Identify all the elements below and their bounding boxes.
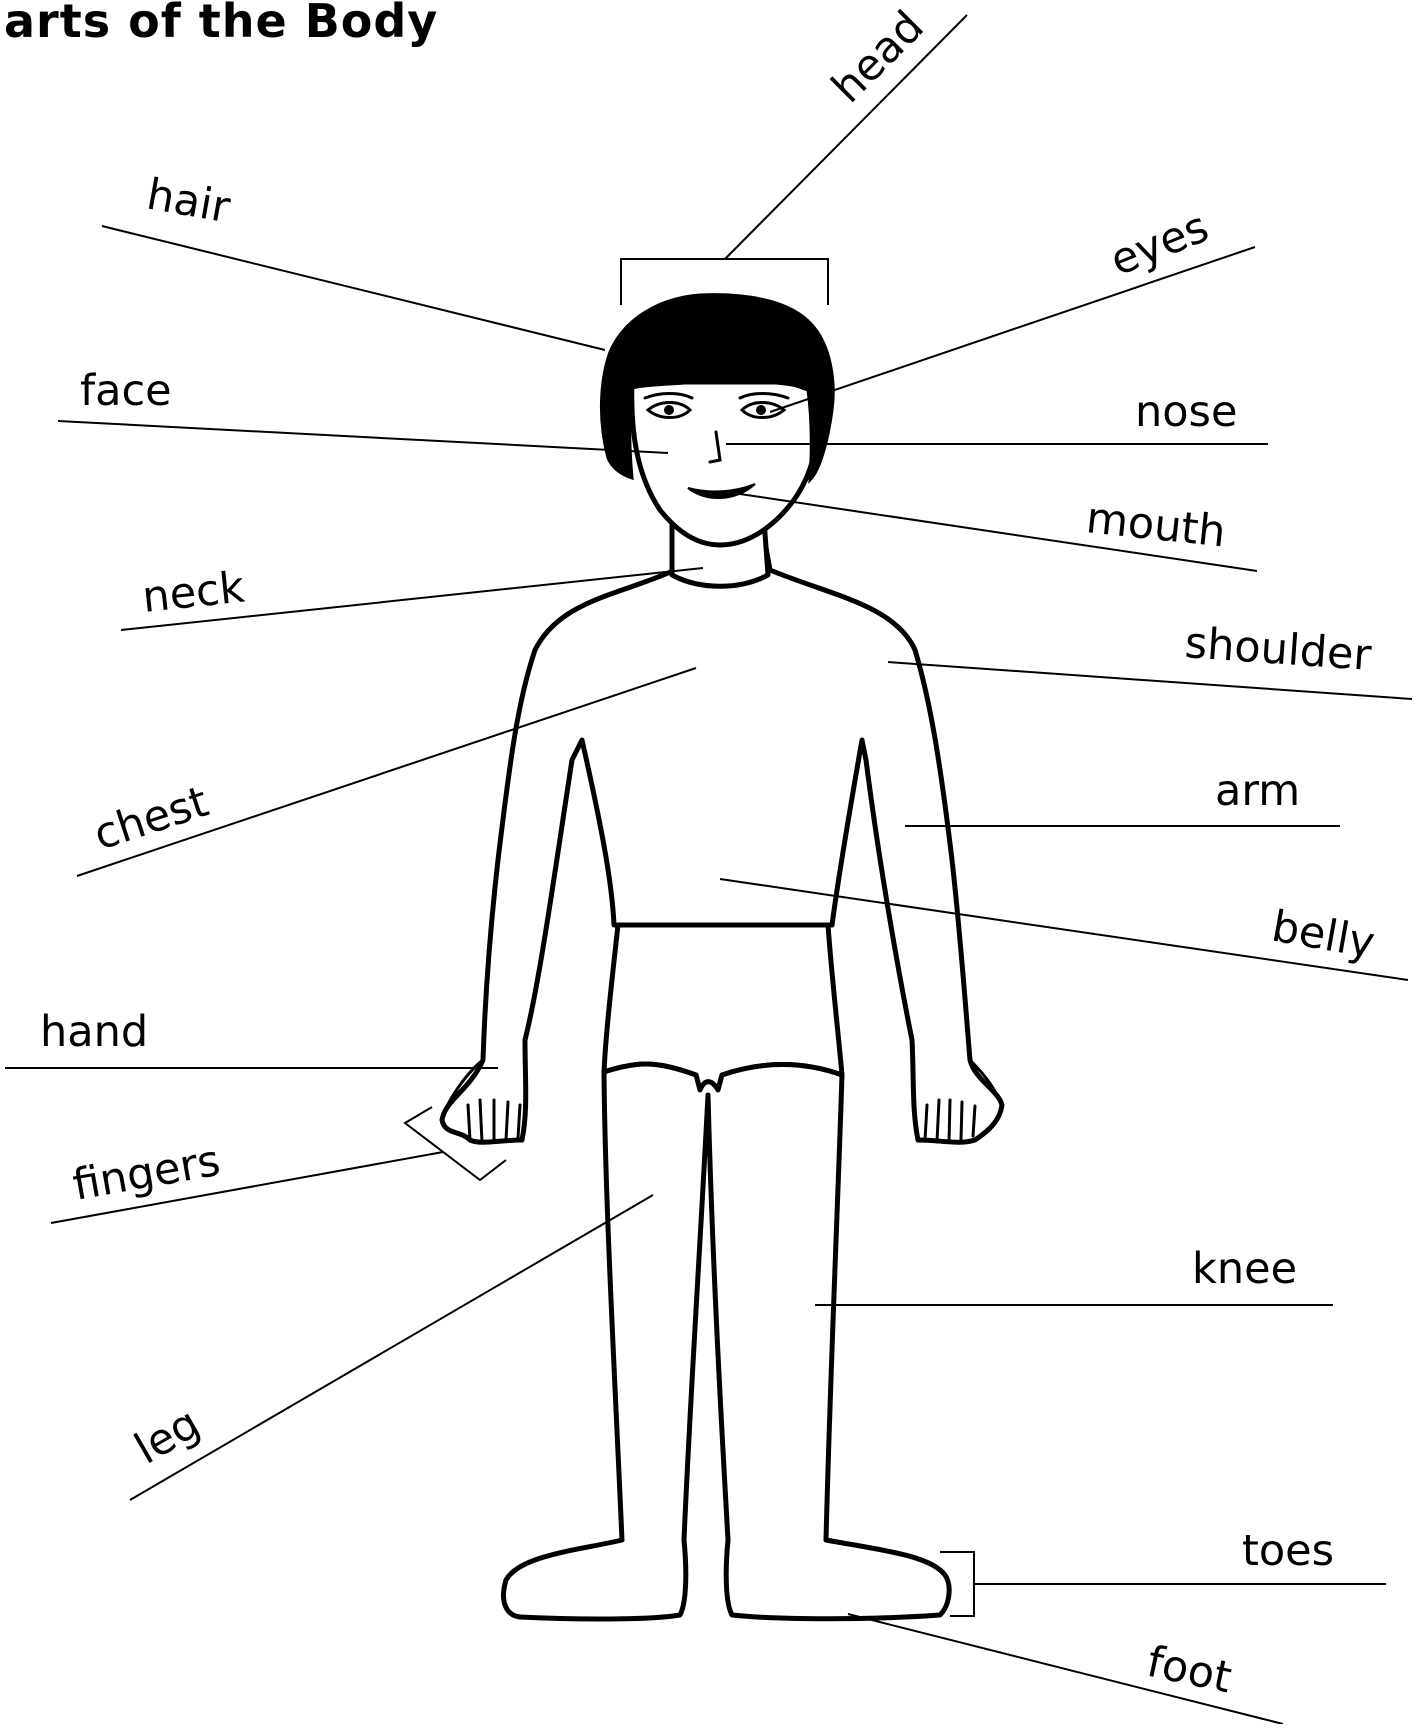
label-fingers: fingers bbox=[69, 1136, 224, 1211]
label-toes: toes bbox=[1242, 1526, 1334, 1576]
leg-leader bbox=[130, 1195, 653, 1500]
label-belly: belly bbox=[1268, 902, 1378, 969]
label-neck: neck bbox=[140, 563, 247, 623]
label-hand: hand bbox=[40, 1007, 148, 1057]
head-leader bbox=[725, 15, 967, 259]
label-hair: hair bbox=[143, 170, 234, 234]
label-face: face bbox=[80, 366, 172, 416]
label-head: head bbox=[822, 2, 933, 113]
hair-leader bbox=[102, 226, 605, 350]
face-leader bbox=[58, 421, 668, 453]
legs bbox=[504, 1064, 950, 1619]
label-arm: arm bbox=[1215, 766, 1300, 816]
label-leg: leg bbox=[127, 1398, 209, 1474]
label-knee: knee bbox=[1192, 1244, 1297, 1294]
label-eyes: eyes bbox=[1103, 202, 1215, 286]
label-nose: nose bbox=[1135, 387, 1237, 437]
label-chest: chest bbox=[88, 777, 214, 861]
label-foot: foot bbox=[1143, 1637, 1236, 1704]
face-outline bbox=[632, 382, 821, 545]
label-shoulder: shoulder bbox=[1183, 618, 1373, 681]
human-figure bbox=[442, 295, 1002, 1619]
diagram-title: arts of the Body bbox=[4, 0, 438, 48]
